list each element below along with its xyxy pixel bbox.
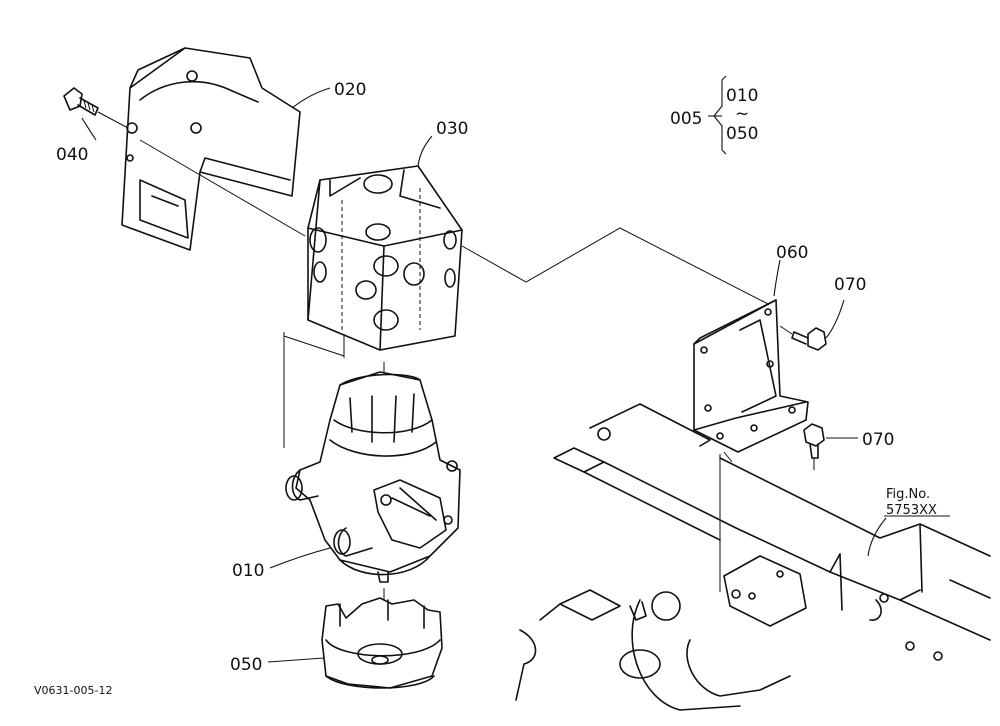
figure-ref-number[interactable]: 5753XX xyxy=(886,503,937,518)
callout-030: 030 xyxy=(436,119,468,139)
part-010-filter-assembly[interactable] xyxy=(283,332,461,583)
callout-070-upper: 070 xyxy=(834,275,866,295)
callout-005: 005 xyxy=(670,109,702,129)
callout-range-start-010: 010 xyxy=(726,86,758,106)
part-040-bolt[interactable] xyxy=(63,87,129,129)
part-030-cage[interactable] xyxy=(307,165,773,351)
callout-range-end-050: 050 xyxy=(726,124,758,144)
part-060-bracket[interactable] xyxy=(693,299,809,453)
leader-lines xyxy=(81,75,950,663)
part-070-bolt-upper[interactable] xyxy=(779,325,827,351)
callout-070-lower: 070 xyxy=(862,430,894,450)
callout-range-tilde: ~ xyxy=(735,104,749,124)
drawing-code: V0631-005-12 xyxy=(34,684,112,697)
part-020-cover[interactable] xyxy=(121,47,306,251)
callout-020: 020 xyxy=(334,80,366,100)
callout-050: 050 xyxy=(230,655,262,675)
callout-060: 060 xyxy=(776,243,808,263)
part-050-bowl[interactable] xyxy=(321,588,443,689)
reference-frame-5753xx xyxy=(515,403,991,711)
figure-ref-label: Fig.No. xyxy=(886,487,930,502)
callout-040: 040 xyxy=(56,145,88,165)
part-070-bolt-lower[interactable] xyxy=(803,423,825,470)
callout-010: 010 xyxy=(232,561,264,581)
